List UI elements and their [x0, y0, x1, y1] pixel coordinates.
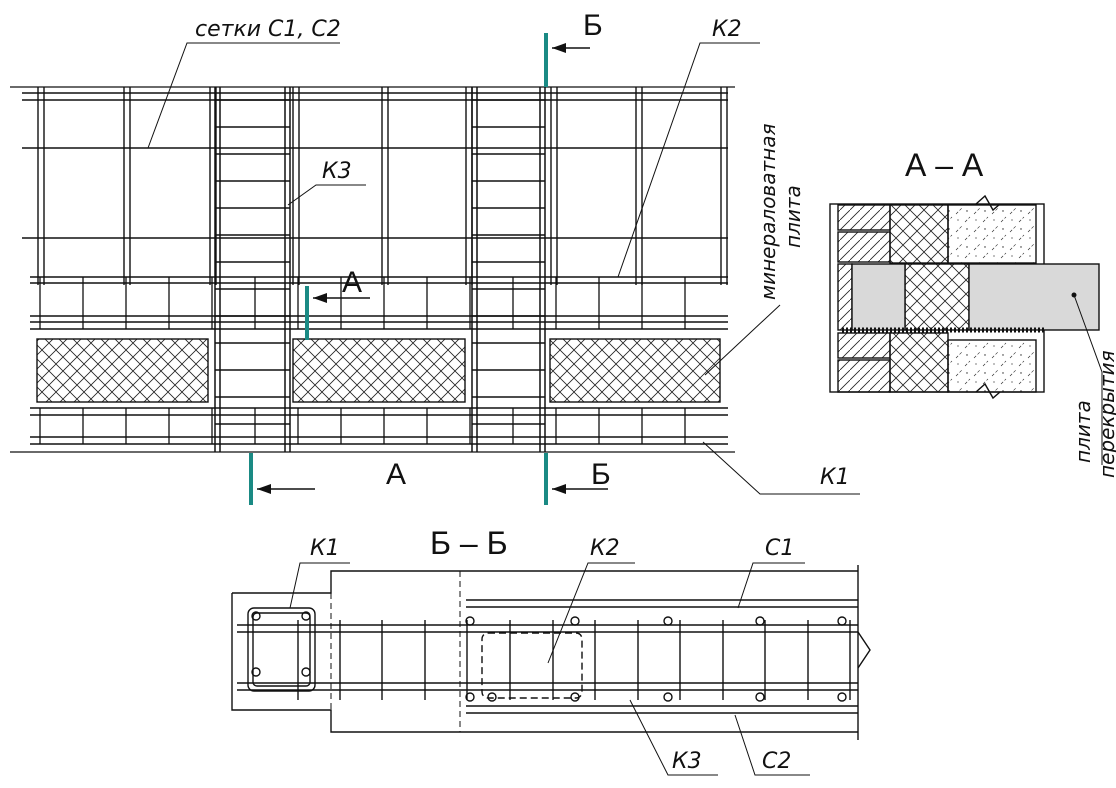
k1-right-label: К1 — [820, 465, 850, 490]
c2-bottom-label: С2 — [762, 749, 791, 774]
section-a-a — [829, 194, 1100, 400]
mesh-verticals — [37, 87, 728, 285]
k3-ladders — [214, 87, 546, 452]
meshes-label: сетки С1, С2 — [195, 17, 341, 42]
k2-cage — [30, 276, 728, 330]
leader-lines — [147, 42, 860, 495]
mineral-wool-boards — [36, 338, 721, 403]
c1-bottom-label: С1 — [765, 536, 794, 561]
mineral-plate-label: минераловатная — [756, 124, 780, 301]
k2-bottom-label: К2 — [590, 536, 620, 561]
section-b-b — [231, 565, 871, 740]
cut-label-b-top: Б — [583, 9, 603, 42]
k1-bottom-label: К1 — [310, 536, 340, 561]
cut-markers — [249, 33, 608, 505]
k1-cage — [30, 407, 728, 445]
mesh-grid — [22, 92, 728, 239]
k2-top-label: К2 — [712, 17, 742, 42]
k3-top-label: К3 — [322, 159, 352, 184]
plan-view — [10, 86, 735, 453]
section-a-title: А – А — [905, 147, 984, 183]
floor-slab-label: плита — [1071, 400, 1095, 463]
section-b-title: Б – Б — [430, 525, 508, 561]
section-b-leaders — [289, 562, 810, 776]
cut-label-a-mid: А — [342, 266, 362, 299]
k3-bottom-label: К3 — [672, 749, 702, 774]
cut-label-a-bottom: А — [386, 458, 406, 491]
mineral-plate-label-2: плита — [781, 185, 805, 248]
cut-label-b-bottom: Б — [591, 458, 611, 491]
floor-slab-label-2: перекрытия — [1095, 350, 1116, 478]
